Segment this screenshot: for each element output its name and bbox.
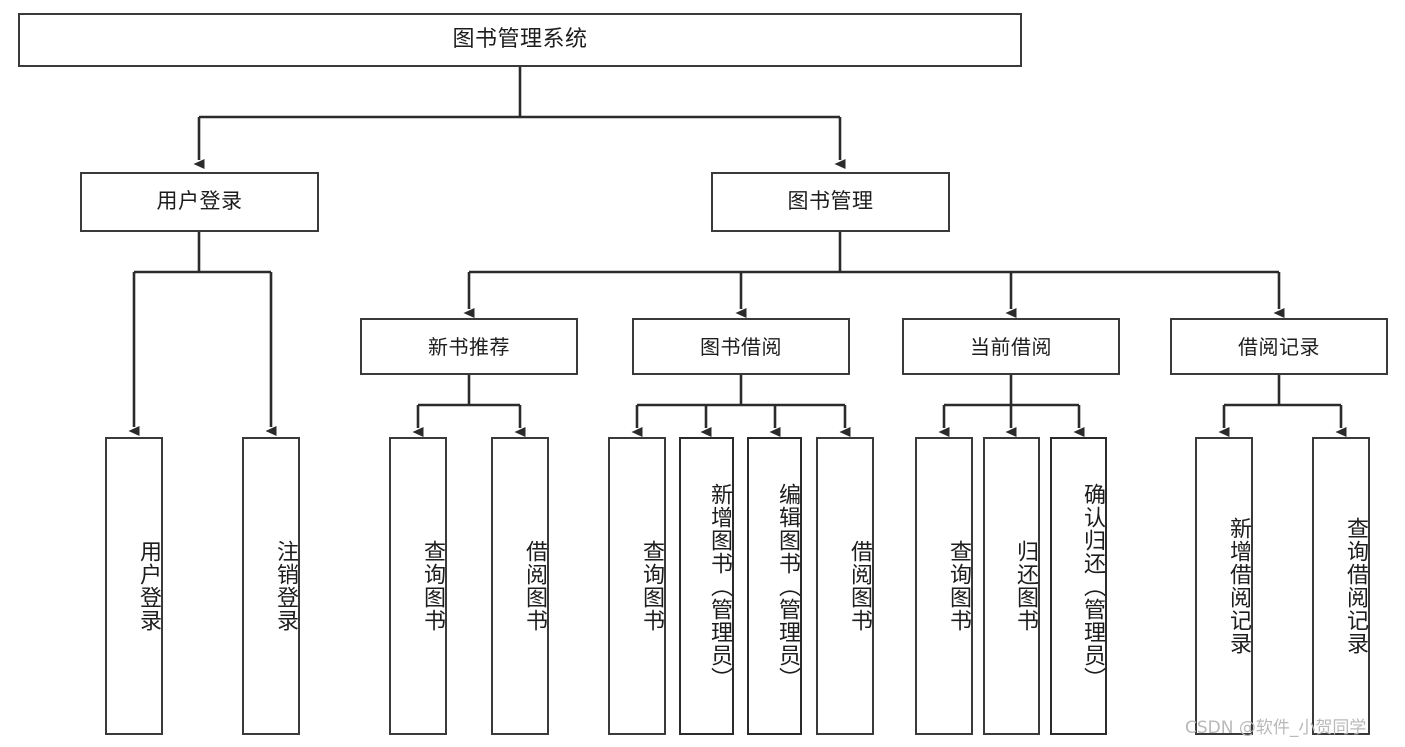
node-label: 查询借阅记录 xyxy=(1343,517,1368,655)
node-label: 用户登录 xyxy=(136,540,161,632)
node-label: 当前借阅 xyxy=(970,334,1052,359)
node-label: 查询图书 xyxy=(639,540,664,632)
leaf-query-book-borrow[interactable]: 查询图书 xyxy=(608,437,666,735)
node-book-borrow[interactable]: 图书借阅 xyxy=(632,318,850,375)
node-label: 编辑图书（管理员） xyxy=(775,482,800,690)
node-user-login[interactable]: 用户登录 xyxy=(80,172,319,232)
node-label: 图书管理 xyxy=(787,189,874,214)
leaf-logout-login[interactable]: 注销登录 xyxy=(242,437,300,735)
node-label: 用户登录 xyxy=(156,189,243,214)
leaf-edit-book-admin[interactable]: 编辑图书（管理员） xyxy=(747,437,802,735)
node-label: 借阅图书 xyxy=(522,540,547,632)
leaf-return-book[interactable]: 归还图书 xyxy=(983,437,1040,735)
node-borrow-record[interactable]: 借阅记录 xyxy=(1170,318,1388,375)
leaf-confirm-return-admin[interactable]: 确认归还（管理员） xyxy=(1050,437,1107,735)
node-current-borrow[interactable]: 当前借阅 xyxy=(902,318,1120,375)
leaf-borrow-book-recommend[interactable]: 借阅图书 xyxy=(491,437,549,735)
node-label: 查询图书 xyxy=(420,540,445,632)
node-book-management[interactable]: 图书管理 xyxy=(711,172,950,232)
node-label: 归还图书 xyxy=(1013,540,1038,632)
node-label: 新书推荐 xyxy=(428,334,510,359)
node-label: 图书管理系统 xyxy=(452,26,588,52)
leaf-user-login[interactable]: 用户登录 xyxy=(105,437,163,735)
node-label: 借阅记录 xyxy=(1238,334,1320,359)
leaf-add-borrow-record[interactable]: 新增借阅记录 xyxy=(1195,437,1253,735)
leaf-add-book-admin[interactable]: 新增图书（管理员） xyxy=(679,437,734,735)
node-label: 查询图书 xyxy=(946,540,971,632)
node-label: 注销登录 xyxy=(273,540,298,632)
leaf-query-book-recommend[interactable]: 查询图书 xyxy=(389,437,447,735)
csdn-watermark: CSDN @软件_小贺同学 xyxy=(1185,718,1367,738)
node-label: 新增借阅记录 xyxy=(1226,517,1251,655)
node-label: 新增图书（管理员） xyxy=(707,482,732,690)
node-label: 图书借阅 xyxy=(700,334,782,359)
leaf-query-book-current[interactable]: 查询图书 xyxy=(915,437,973,735)
node-label: 确认归还（管理员） xyxy=(1080,482,1105,690)
node-label: 借阅图书 xyxy=(847,540,872,632)
node-new-book-recommend[interactable]: 新书推荐 xyxy=(360,318,578,375)
node-root-book-management-system[interactable]: 图书管理系统 xyxy=(18,13,1022,67)
leaf-borrow-book-borrow[interactable]: 借阅图书 xyxy=(816,437,874,735)
leaf-query-borrow-record[interactable]: 查询借阅记录 xyxy=(1312,437,1370,735)
